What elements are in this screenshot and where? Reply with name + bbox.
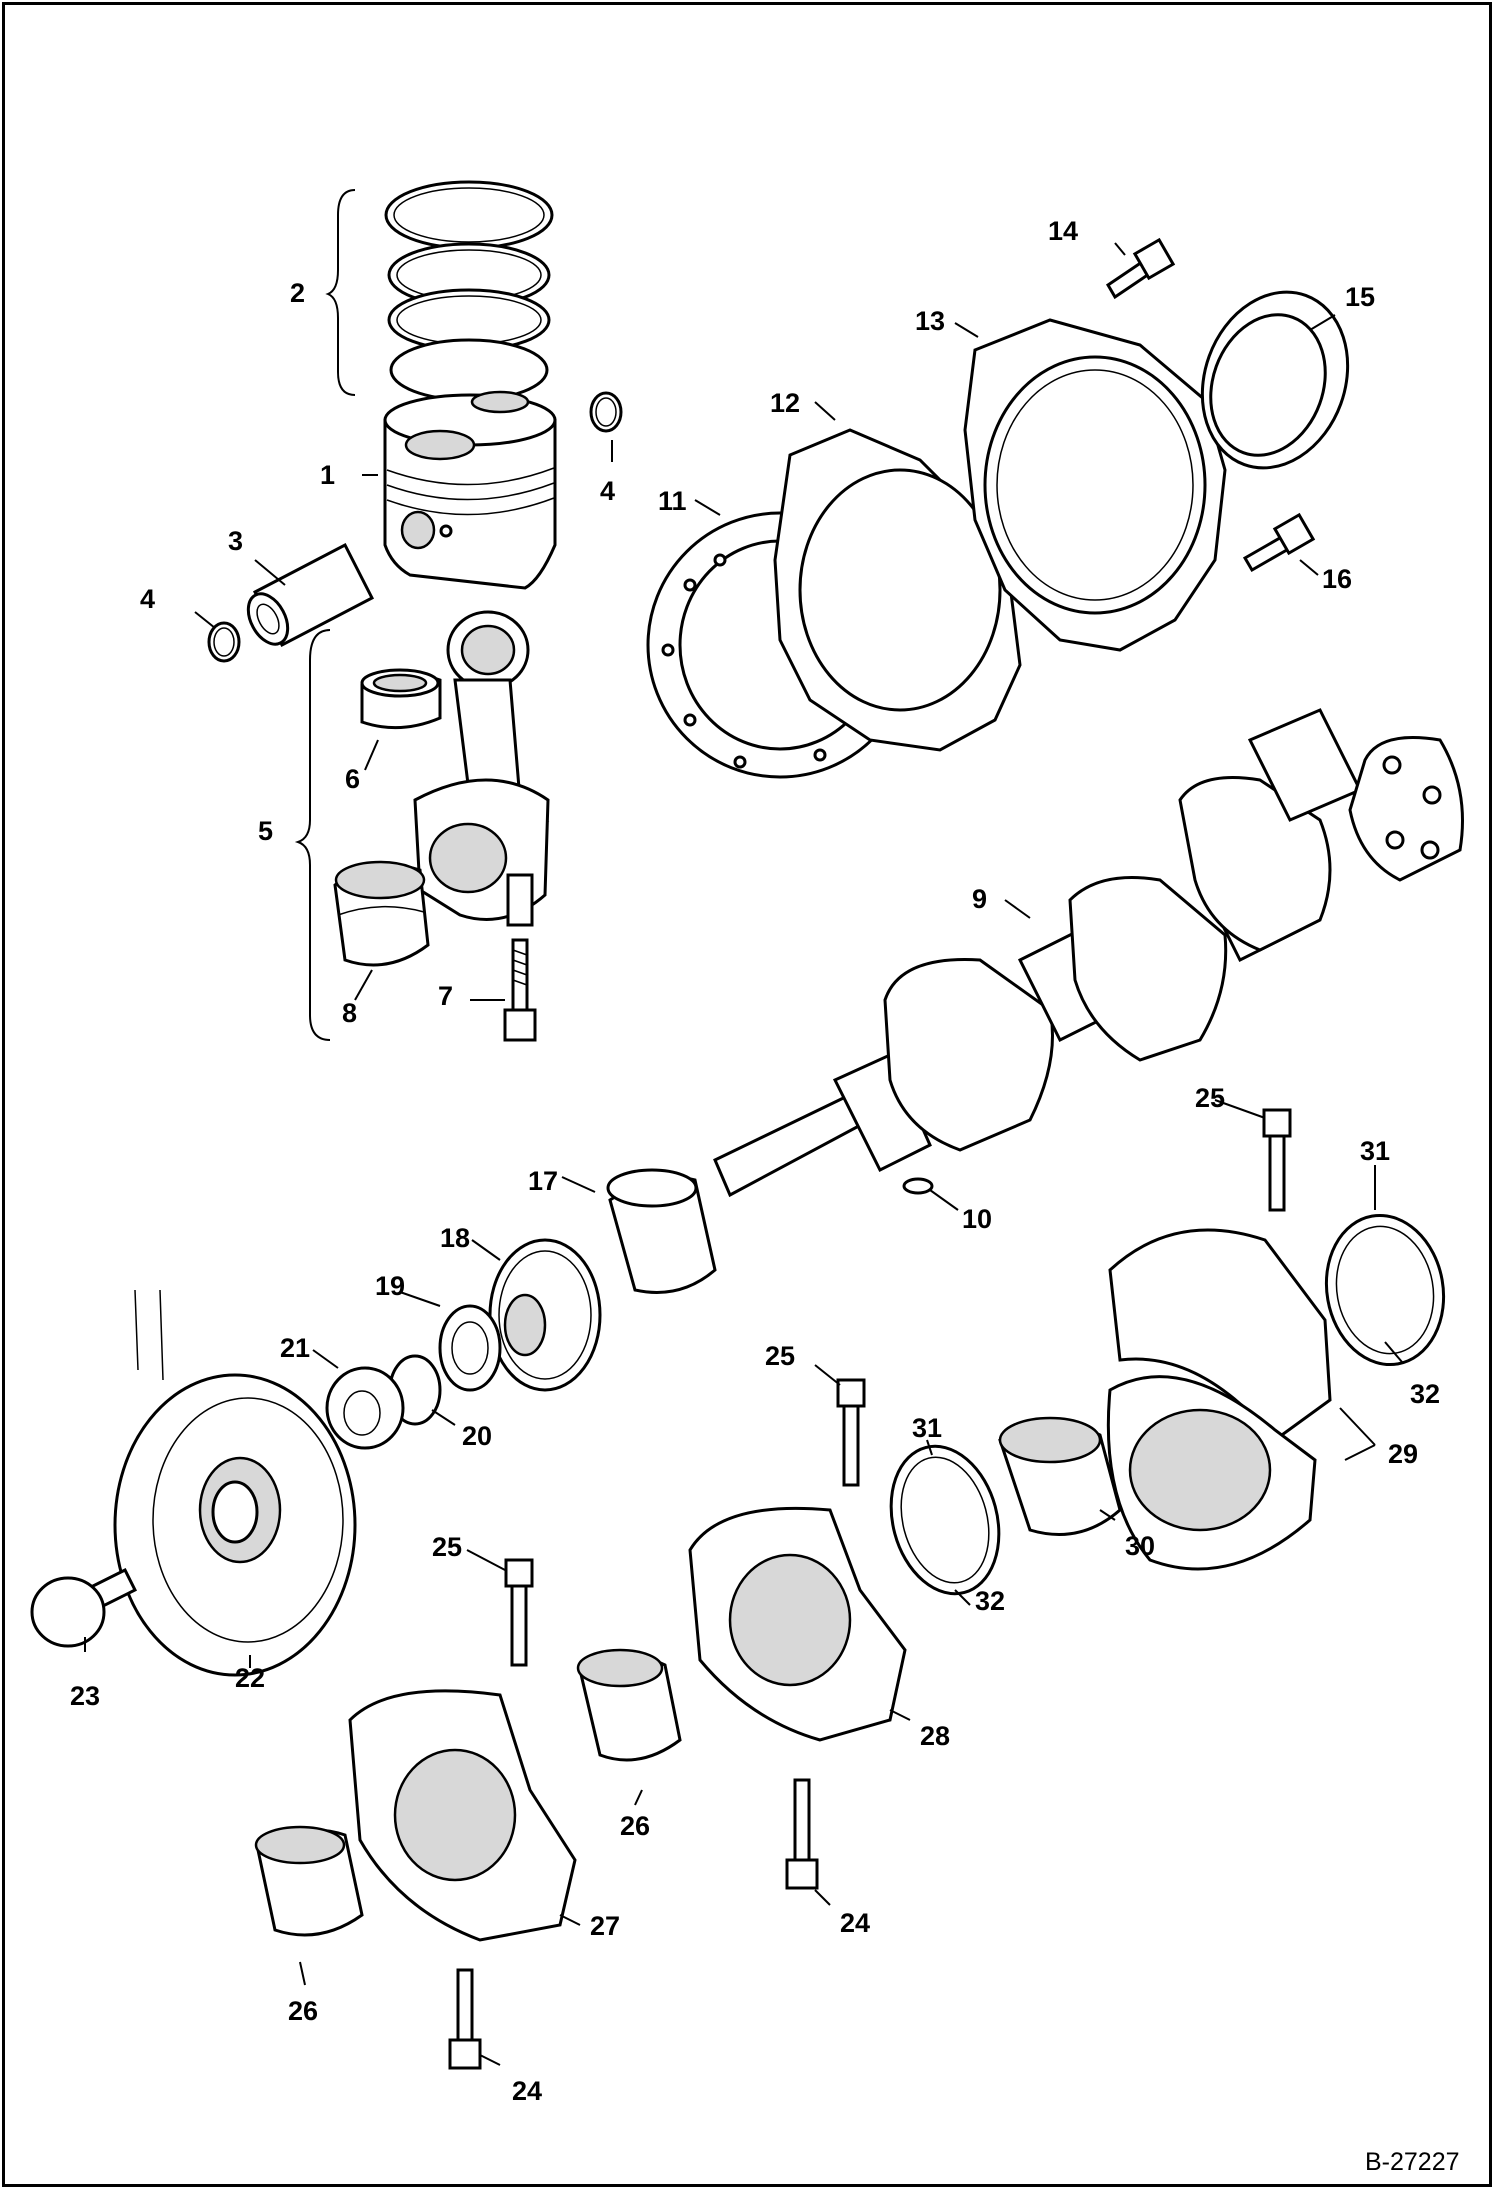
callout-25: 25 <box>1195 1083 1225 1113</box>
rod-bolt <box>503 938 537 1042</box>
snap-ring-upper <box>589 391 623 433</box>
bolt-upper <box>1105 237 1176 300</box>
callout-26: 26 <box>620 1811 650 1841</box>
bolt-lower <box>1242 512 1316 573</box>
callout-14: 14 <box>1048 216 1078 246</box>
thrust-washer <box>438 1304 502 1392</box>
bearing-cap-27 <box>348 1689 577 1942</box>
callout-7: 7 <box>438 981 453 1011</box>
cap-bolts <box>448 1108 1292 2070</box>
callout-28: 28 <box>920 1721 950 1751</box>
figure-reference: B-27227 <box>1365 2148 1460 2176</box>
callout-32: 32 <box>975 1586 1005 1616</box>
callout-17: 17 <box>528 1166 558 1196</box>
callout-8: 8 <box>342 998 357 1028</box>
callout-4: 4 <box>600 476 615 506</box>
callout-13: 13 <box>915 306 945 336</box>
bearing-cap-28 <box>688 1506 907 1742</box>
callout-22: 22 <box>235 1663 265 1693</box>
callout-4: 4 <box>140 584 155 614</box>
callout-6: 6 <box>345 764 360 794</box>
callout-19: 19 <box>375 1271 405 1301</box>
thrust-washer-mid <box>889 1444 1001 1596</box>
callout-29: 29 <box>1388 1439 1418 1469</box>
callout-26: 26 <box>288 1996 318 2026</box>
callout-30: 30 <box>1125 1531 1155 1561</box>
rod-bearing-shells <box>333 860 430 967</box>
callout-25: 25 <box>765 1341 795 1371</box>
gasket <box>773 428 1022 752</box>
callout-1: 1 <box>320 460 335 490</box>
crankshaft-gear <box>488 1238 602 1392</box>
snap-ring-lower <box>207 621 241 663</box>
seal-housing <box>963 318 1227 652</box>
callout-18: 18 <box>440 1223 470 1253</box>
main-bearing-26-upper <box>576 1648 682 1762</box>
callout-9: 9 <box>972 884 987 914</box>
main-bearing-30 <box>998 1416 1122 1536</box>
front-bearing-sleeve <box>606 1168 717 1294</box>
callout-31: 31 <box>1360 1136 1390 1166</box>
callout-24: 24 <box>840 1908 870 1938</box>
crankshaft-pulley <box>113 1289 357 1677</box>
pulley-bolt <box>30 1567 138 1648</box>
callout-labels: 2 1 4 3 4 6 5 8 7 14 13 15 12 11 16 9 25… <box>70 216 1440 2106</box>
callout-27: 27 <box>590 1911 620 1941</box>
callout-24: 24 <box>512 2076 542 2106</box>
crankshaft <box>713 708 1464 1198</box>
callout-3: 3 <box>228 526 243 556</box>
callout-25: 25 <box>432 1532 462 1562</box>
callout-10: 10 <box>962 1204 992 1234</box>
callout-5: 5 <box>258 816 273 846</box>
leader-lines <box>84 242 1403 2066</box>
connecting-rod <box>413 610 550 927</box>
callout-21: 21 <box>280 1333 310 1363</box>
callout-23: 23 <box>70 1681 100 1711</box>
oil-seal <box>1200 290 1350 470</box>
callout-32: 32 <box>1410 1379 1440 1409</box>
piston <box>383 390 557 590</box>
callout-12: 12 <box>770 388 800 418</box>
callout-15: 15 <box>1345 282 1375 312</box>
main-bearing-26-lower <box>254 1825 364 1937</box>
piston-pin <box>246 542 375 648</box>
callout-16: 16 <box>1322 564 1352 594</box>
piston-rings <box>384 180 554 402</box>
callout-2: 2 <box>290 278 305 308</box>
callout-11: 11 <box>658 486 687 516</box>
callout-20: 20 <box>462 1421 492 1451</box>
callout-31: 31 <box>912 1413 942 1443</box>
rear-bearing-cap <box>1106 1228 1332 1571</box>
woodruff-key <box>902 1177 934 1195</box>
spacer <box>325 1366 405 1450</box>
thrust-washer-rear <box>1324 1213 1446 1367</box>
small-end-bushing <box>360 668 442 730</box>
